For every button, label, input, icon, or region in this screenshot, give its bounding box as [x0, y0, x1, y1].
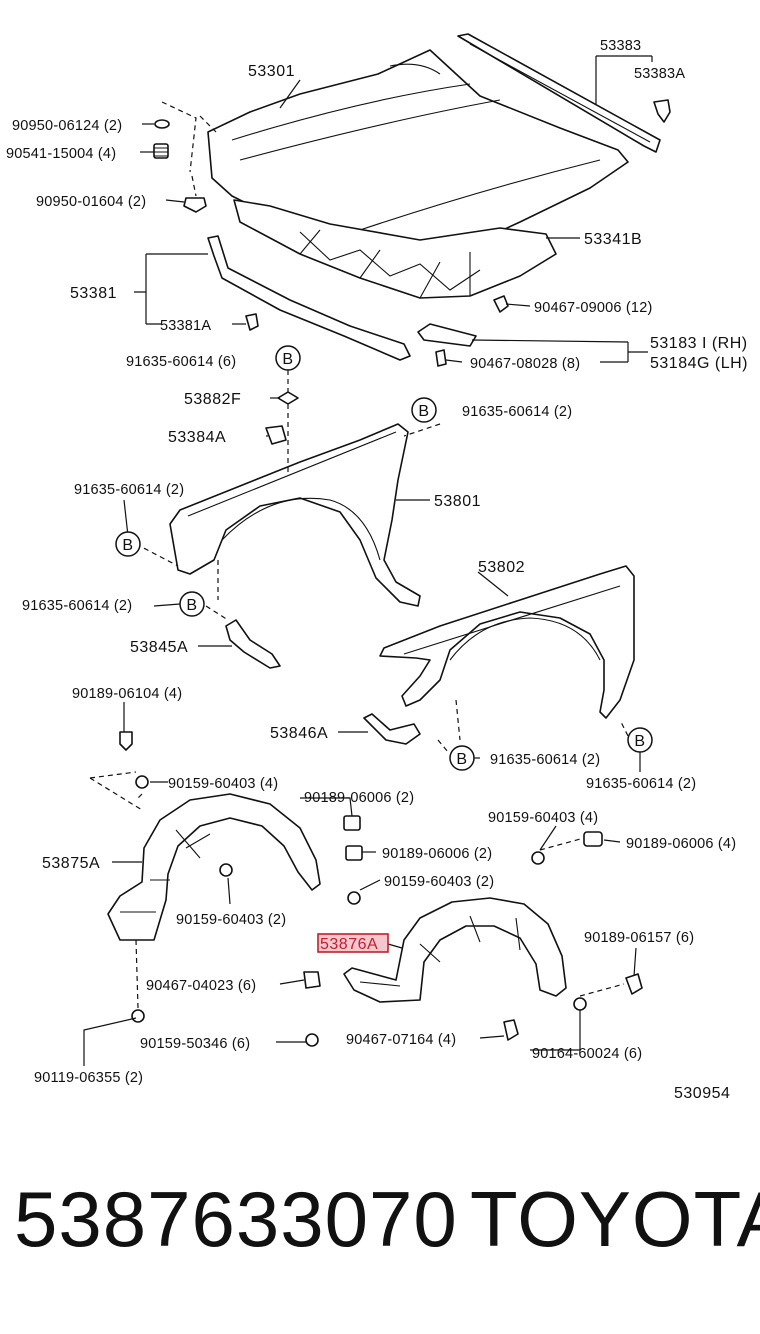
label-90467-04023: 90467-04023 (6) [146, 978, 256, 994]
label-53845A: 53845A [130, 639, 188, 656]
ref-b-circle: B [449, 745, 475, 771]
label-90950-06124: 90950-06124 (2) [12, 118, 122, 134]
label-53801: 53801 [434, 493, 481, 510]
ref-b-markers: B B B B B B [115, 345, 653, 771]
label-90950-01604: 90950-01604 (2) [36, 194, 146, 210]
label-90159-60403-a: 90159-60403 (4) [168, 776, 278, 792]
svg-text:B: B [456, 751, 467, 768]
label-90159-50346: 90159-50346 (6) [140, 1036, 250, 1052]
ref-b-circle: B [179, 591, 205, 617]
label-53384A: 53384A [168, 429, 226, 446]
part-number: 5387633070 [14, 1175, 458, 1263]
label-53341B: 53341B [584, 231, 642, 248]
hood-53301 [207, 49, 629, 251]
label-90119-06355: 90119-06355 (2) [34, 1070, 143, 1086]
bracket-53846A [363, 713, 421, 745]
liner-53876A [343, 897, 567, 1003]
label-90467-07164: 90467-07164 (4) [346, 1032, 456, 1048]
label-53383: 53383 [600, 38, 641, 54]
label-91635-60614-b: 91635-60614 (2) [462, 404, 572, 420]
label-90541-15004: 90541-15004 (4) [6, 146, 116, 162]
dashed-leaders [89, 101, 637, 1009]
label-53383A: 53383A [634, 66, 685, 82]
bracket-53183I [417, 323, 477, 347]
footer: 5387633070 TOYOTA [0, 1180, 760, 1290]
label-90189-06157: 90189-06157 (6) [584, 930, 694, 946]
label-53876A: 53876A [320, 936, 378, 953]
fender-53802 [379, 565, 635, 719]
part-labels: 53301 53383 53383A 90950-06124 (2) 90541… [6, 38, 748, 1100]
fastener-icons-lower [119, 731, 643, 1047]
clip-53882F [277, 391, 299, 405]
ref-b-circle: B [627, 727, 653, 753]
label-91635-60614-a: 91635-60614 (6) [126, 354, 236, 370]
hood-seal-53381 [207, 235, 411, 361]
label-91635-60614-f: 91635-60614 (2) [586, 776, 696, 792]
label-90159-60403-c: 90159-60403 (2) [384, 874, 494, 890]
label-53882F: 53882F [184, 391, 241, 408]
bracket-53845A [225, 619, 281, 669]
label-90159-60403-b: 90159-60403 (4) [488, 810, 598, 826]
label-53802: 53802 [478, 559, 525, 576]
svg-text:B: B [186, 597, 197, 614]
label-91635-60614-d: 91635-60614 (2) [22, 598, 132, 614]
ref-b-circle: B [115, 531, 141, 557]
label-90189-06104: 90189-06104 (4) [72, 686, 182, 702]
svg-text:B: B [282, 351, 293, 368]
brand-name: TOYOTA [470, 1175, 760, 1263]
label-53183I: 53183 I (RH) [650, 335, 748, 352]
hood-insulator-53341B [233, 199, 557, 299]
label-53381: 53381 [70, 285, 117, 302]
label-53875A: 53875A [42, 855, 100, 872]
label-53846A: 53846A [270, 725, 328, 742]
clip-53384A [265, 425, 287, 445]
label-90467-08028: 90467-08028 (8) [470, 356, 580, 372]
fender-53801 [169, 423, 421, 607]
diagram-code: 530954 [674, 1085, 730, 1100]
fastener-icons-upper [153, 99, 671, 367]
label-90467-09006: 90467-09006 (12) [534, 300, 653, 316]
label-90159-60403-d: 90159-60403 (2) [176, 912, 286, 928]
label-90189-06006-c: 90189-06006 (2) [382, 846, 492, 862]
label-91635-60614-e: 91635-60614 (2) [490, 752, 600, 768]
svg-text:B: B [418, 403, 429, 420]
ref-b-circle: B [411, 397, 437, 423]
liner-53875A [107, 793, 321, 941]
label-91635-60614-c: 91635-60614 (2) [74, 482, 184, 498]
label-53381A: 53381A [160, 318, 211, 334]
parts-diagram: B B B B B B 53301 53383 53383A 90950-061… [6, 33, 748, 1100]
label-90189-06006-a: 90189-06006 (2) [304, 790, 414, 806]
label-90164-60024: 90164-60024 (6) [532, 1046, 642, 1062]
svg-text:B: B [122, 537, 133, 554]
highlight-box-53876A [317, 933, 389, 953]
label-90189-06006-b: 90189-06006 (4) [626, 836, 736, 852]
ref-b-circle: B [275, 345, 301, 371]
svg-text:B: B [634, 733, 645, 750]
hood-weatherstrip-53383 [457, 33, 661, 153]
label-53301: 53301 [248, 63, 295, 80]
label-53184G: 53184G (LH) [650, 355, 748, 372]
